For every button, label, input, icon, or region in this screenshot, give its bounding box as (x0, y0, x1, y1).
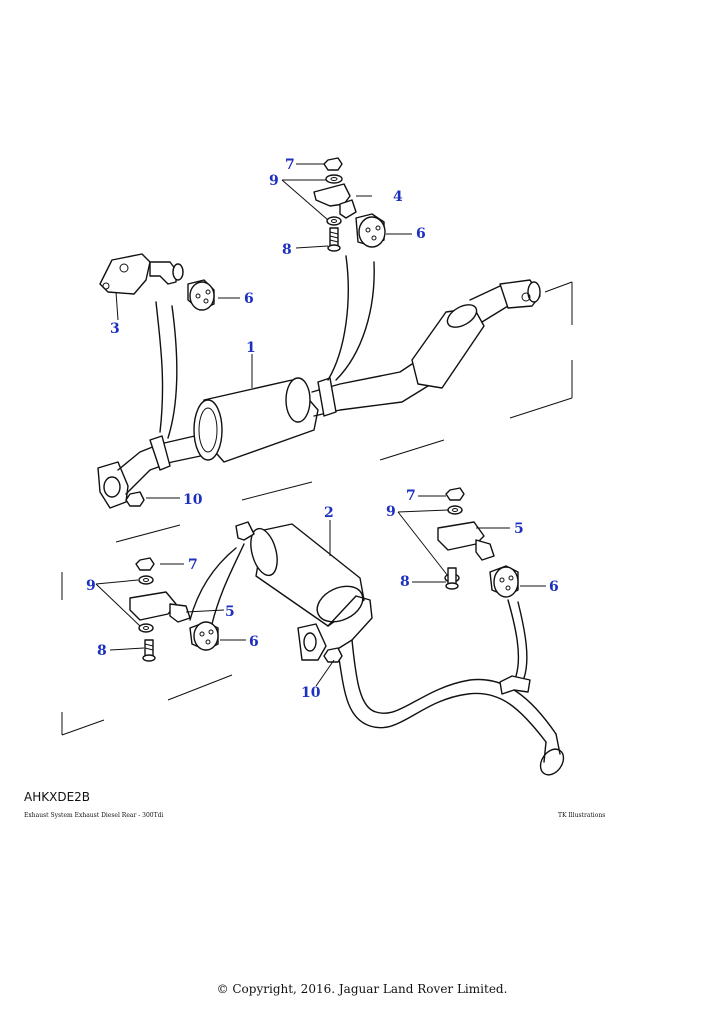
front-pipe (97, 431, 213, 509)
callout-8: 8 (400, 574, 410, 590)
nut-10-upper (125, 491, 145, 507)
callout-8: 8 (282, 242, 292, 258)
lower-left-hardware (129, 557, 219, 662)
copyright-notice: © Copyright, 2016. Jaguar Land Rover Lim… (216, 982, 508, 996)
callout-3: 3 (110, 321, 120, 337)
rear-silencer-upper (411, 279, 541, 389)
callout-2: 2 (324, 505, 334, 521)
callout-10: 10 (183, 492, 203, 508)
rubber-mount-6-left (187, 279, 215, 311)
reference-code: AHKXDE2B (24, 790, 91, 804)
mid-pipe (311, 363, 429, 417)
callout-6: 6 (244, 291, 254, 307)
callout-7: 7 (285, 157, 295, 173)
rear-silencer-lower (250, 523, 373, 661)
callout-6: 6 (249, 634, 259, 650)
callout-7: 7 (406, 488, 416, 504)
tail-pipe (337, 639, 565, 776)
leader-lines (95, 163, 546, 687)
callout-6: 6 (549, 579, 559, 595)
callout-8: 8 (97, 643, 107, 659)
callout-labels: 7 9 4 6 8 3 6 1 10 2 7 9 5 8 6 10 7 9 5 … (86, 157, 559, 701)
callout-9: 9 (269, 173, 279, 189)
callout-9: 9 (386, 504, 396, 520)
callout-5: 5 (225, 604, 235, 620)
top-hardware (313, 157, 386, 252)
bracket-3 (99, 253, 184, 295)
callout-4: 4 (393, 189, 403, 205)
callout-5: 5 (514, 521, 524, 537)
callout-10: 10 (301, 685, 321, 701)
nut-10-lower (323, 647, 343, 663)
callout-6: 6 (416, 226, 426, 242)
callout-9: 9 (86, 578, 96, 594)
lower-right-hardware (437, 487, 519, 598)
callout-7: 7 (188, 557, 198, 573)
hanger-rods-upper (155, 255, 375, 439)
illustration-credit: TK Illustrations (558, 812, 606, 819)
intermediate-silencer (193, 377, 319, 463)
diagram-caption: Exhaust System Exhaust Diesel Rear - 300… (24, 812, 164, 819)
perspective-lines (61, 281, 573, 736)
callout-1: 1 (246, 340, 256, 356)
